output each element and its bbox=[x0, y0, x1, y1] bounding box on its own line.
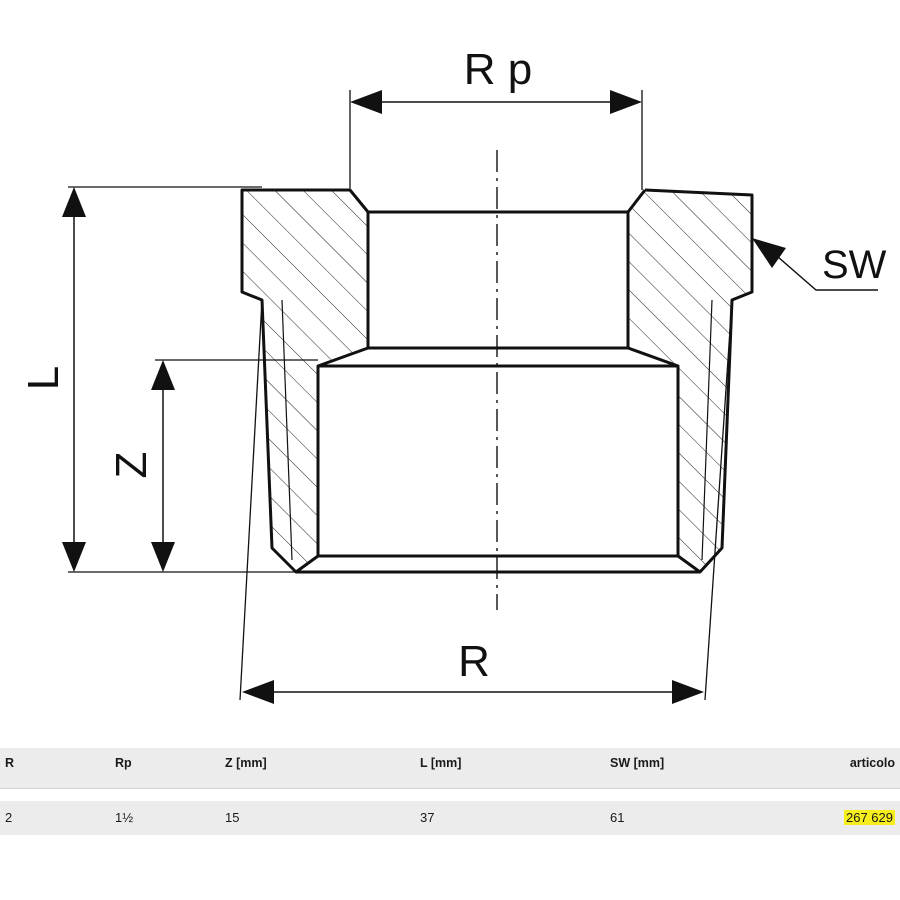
left-wall-section bbox=[242, 190, 368, 572]
header-l: L [mm] bbox=[420, 756, 462, 770]
header-z: Z [mm] bbox=[225, 756, 267, 770]
header-rp: Rp bbox=[115, 756, 132, 770]
z-label: Z bbox=[107, 452, 156, 479]
fitting-outline bbox=[240, 188, 754, 574]
z-dimension bbox=[151, 360, 175, 572]
header-articolo: articolo bbox=[849, 756, 895, 770]
table-row: 2 1½ 15 37 61 267 629 bbox=[0, 801, 900, 835]
cell-sw: 61 bbox=[610, 810, 625, 825]
cell-articolo: 267 629 bbox=[844, 810, 895, 825]
r-dimension bbox=[242, 680, 704, 704]
l-label: L bbox=[19, 366, 68, 390]
header-r: R bbox=[5, 756, 15, 770]
rp-label: R p bbox=[464, 45, 532, 94]
sw-label: SW bbox=[822, 243, 887, 287]
table-header-row: R Rp Z [mm] L [mm] SW [mm] articolo bbox=[0, 748, 900, 789]
sw-leader bbox=[752, 238, 878, 291]
cell-r: 2 bbox=[5, 810, 13, 825]
l-dimension bbox=[62, 187, 86, 572]
rp-dimension bbox=[350, 90, 642, 114]
spec-table: R Rp Z [mm] L [mm] SW [mm] articolo 2 1½… bbox=[0, 748, 900, 835]
cell-l: 37 bbox=[420, 810, 435, 825]
fitting-cross-section-drawing: R p L Z R SW bbox=[19, 45, 887, 704]
article-number-highlight: 267 629 bbox=[844, 810, 895, 825]
cell-rp: 1½ bbox=[115, 810, 134, 825]
cell-z: 15 bbox=[225, 810, 240, 825]
header-sw: SW [mm] bbox=[610, 756, 665, 770]
extension-lines bbox=[68, 90, 733, 701]
table-spacer bbox=[0, 789, 900, 801]
right-wall-section bbox=[628, 190, 752, 572]
thread-lines bbox=[281, 299, 713, 561]
r-label: R bbox=[458, 637, 490, 686]
